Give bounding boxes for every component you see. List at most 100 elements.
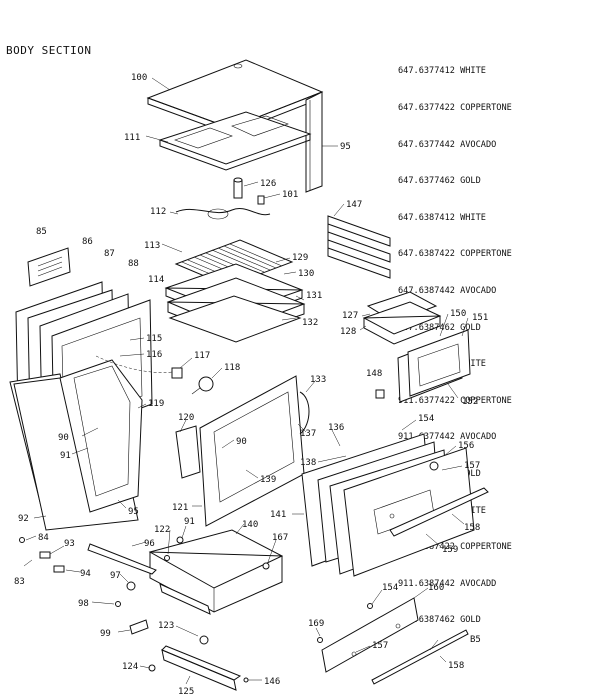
callout-93: 93 <box>64 539 75 549</box>
diagram-title: BODY SECTION <box>6 44 92 57</box>
callout-128: 128 <box>340 327 356 337</box>
clip-bracket <box>129 619 149 635</box>
callout-148: 148 <box>366 369 382 379</box>
model-row: 647.6377442 AVOCADO <box>398 139 497 150</box>
trim-strip <box>371 629 469 685</box>
callout-95: 95 <box>340 142 351 152</box>
callout-114: 114 <box>148 275 164 285</box>
callout-117: 117 <box>194 351 210 361</box>
kick-plate <box>161 645 242 691</box>
callout-121: 121 <box>172 503 188 513</box>
callout-91: 91 <box>184 517 195 527</box>
callout-124: 124 <box>122 662 138 672</box>
callout-159: 159 <box>442 545 458 555</box>
door-frame <box>175 375 305 527</box>
model-row: 647.6387442 AVOCADO <box>398 285 497 296</box>
drip-tray <box>158 111 312 171</box>
callout-169: 169 <box>308 619 324 629</box>
spacer <box>233 177 243 199</box>
door-handle <box>389 487 489 537</box>
model-row: 911.6387462 GOLD <box>398 615 481 626</box>
storage-drawer <box>148 529 284 615</box>
vent-plate <box>27 247 71 287</box>
element-wire <box>175 208 271 216</box>
callout-115: 115 <box>146 334 162 344</box>
callout-123: 123 <box>158 621 174 631</box>
callout-118: 118 <box>224 363 240 373</box>
oven-liner <box>59 359 143 513</box>
callout-154: 154 <box>418 414 434 424</box>
door-hinge <box>299 391 310 435</box>
callout-157: 157 <box>372 641 388 651</box>
model-row: 911.6377442 AVOCADO <box>398 432 497 443</box>
callout-138: 138 <box>300 458 316 468</box>
model-row: 647.6377422 COPPERTONE <box>398 103 512 113</box>
oven-light <box>171 367 214 395</box>
screw <box>257 195 265 205</box>
callout-113: 113 <box>144 241 160 251</box>
window-glass <box>397 329 471 403</box>
callout-131: 131 <box>306 291 322 301</box>
callout-133: 133 <box>310 375 326 385</box>
callouts: 100 111 95 126 101 147 112 85 86 87 88 1… <box>14 73 488 697</box>
callout-130: 130 <box>298 269 314 279</box>
callout-100: 100 <box>131 73 147 83</box>
callout-96: 96 <box>144 539 155 549</box>
callout-156: 156 <box>458 441 474 451</box>
model-row: 647.6387412 WHITE <box>398 212 486 223</box>
broiler-pan <box>362 291 442 345</box>
callout-139: 139 <box>260 475 276 485</box>
callout-90: 90 <box>58 433 69 443</box>
lower-panel <box>317 597 419 673</box>
callout-132: 132 <box>302 318 318 328</box>
callout-b5: B5 <box>470 635 481 645</box>
callout-122: 122 <box>154 525 170 535</box>
callout-127: 127 <box>342 311 358 321</box>
callout-125: 125 <box>178 687 194 697</box>
model-row: 911.6387442 AVOCADD <box>398 578 497 589</box>
callout-99: 99 <box>100 629 111 639</box>
callout-158: 158 <box>448 661 464 671</box>
broiler-pans <box>164 263 306 343</box>
callout-87: 87 <box>104 249 115 259</box>
callout-90: 90 <box>236 437 247 447</box>
model-row: 647.6387422 COPPERTONE <box>398 249 512 260</box>
callout-158: 158 <box>464 523 480 533</box>
callout-129: 129 <box>292 253 308 263</box>
callout-160: 160 <box>428 583 444 593</box>
callout-111: 111 <box>124 133 140 143</box>
callout-86: 86 <box>82 237 93 247</box>
callout-141: 141 <box>270 510 286 520</box>
callout-85: 85 <box>36 227 47 237</box>
callout-151: 151 <box>472 313 488 323</box>
callout-92: 92 <box>18 514 29 524</box>
callout-112: 112 <box>150 207 166 217</box>
callout-146: 146 <box>264 677 280 687</box>
callout-167: 167 <box>272 533 288 543</box>
bracket <box>53 565 65 573</box>
callout-94: 94 <box>80 569 91 579</box>
callout-137: 137 <box>300 429 316 439</box>
callout-91: 91 <box>60 451 71 461</box>
callout-140: 140 <box>242 520 258 530</box>
back-guard <box>305 91 323 193</box>
model-row: 911.6377422 COPPERTONE <box>398 395 512 406</box>
callout-97: 97 <box>110 571 121 581</box>
model-row: 647.6377412 WHITE <box>398 66 486 77</box>
callout-83: 83 <box>14 577 25 587</box>
callout-120: 120 <box>178 413 194 423</box>
callout-119: 119 <box>148 399 164 409</box>
callout-101: 101 <box>282 190 298 200</box>
callout-84: 84 <box>38 533 49 543</box>
callout-157: 157 <box>464 461 480 471</box>
leader-lines <box>23 77 469 685</box>
callout-126: 126 <box>260 179 276 189</box>
callout-147: 147 <box>346 200 362 210</box>
callout-116: 116 <box>146 350 162 360</box>
callout-154: 154 <box>382 583 398 593</box>
drawer-rail <box>87 543 157 575</box>
callout-150: 150 <box>450 309 466 319</box>
side-rails <box>327 215 391 279</box>
bracket <box>39 551 51 559</box>
